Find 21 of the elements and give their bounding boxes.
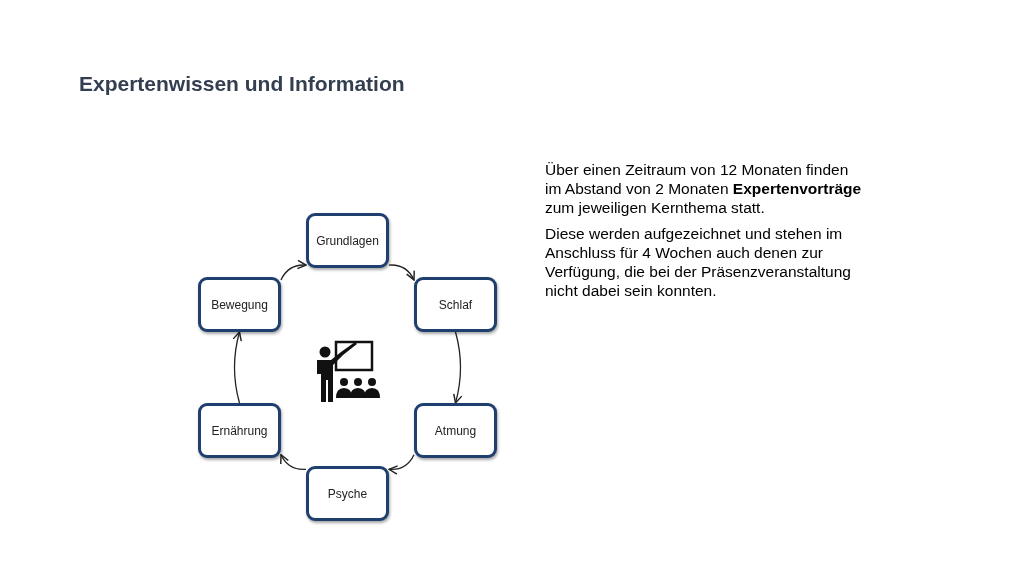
topic-box <box>414 277 497 332</box>
topic-box <box>198 277 281 332</box>
topic-box <box>306 213 389 268</box>
topic-label: Schlaf <box>438 297 473 312</box>
topic-label: Bewegung <box>211 297 268 312</box>
arrow <box>388 454 415 475</box>
arrow <box>280 454 307 471</box>
topic-box <box>306 466 389 521</box>
topic-label: Ernährung <box>211 423 268 438</box>
topic-box <box>414 403 497 458</box>
arrow <box>232 331 243 404</box>
arrow <box>280 259 307 281</box>
arrow <box>452 331 463 404</box>
topic-label: Psyche <box>327 486 368 501</box>
topic-label: Atmung <box>434 423 477 438</box>
topic-label: Grundlagen <box>316 233 379 248</box>
description-paragraph: Über einen Zeitraum von 12 Monaten finden im Abstand von 2 Monaten Expertenvorträge zum jeweiligen Kernthema statt. <box>545 160 863 217</box>
slide-title: Expertenwissen und Information <box>79 72 405 96</box>
topic-box <box>198 403 281 458</box>
description-paragraph: Diese werden aufgezeichnet und stehen im Anschluss für 4 Wochen auch denen zur Verfügung, die bei der Präsenzveranstaltung nicht dabei sein konnten. <box>545 224 852 300</box>
arrow <box>388 264 415 281</box>
